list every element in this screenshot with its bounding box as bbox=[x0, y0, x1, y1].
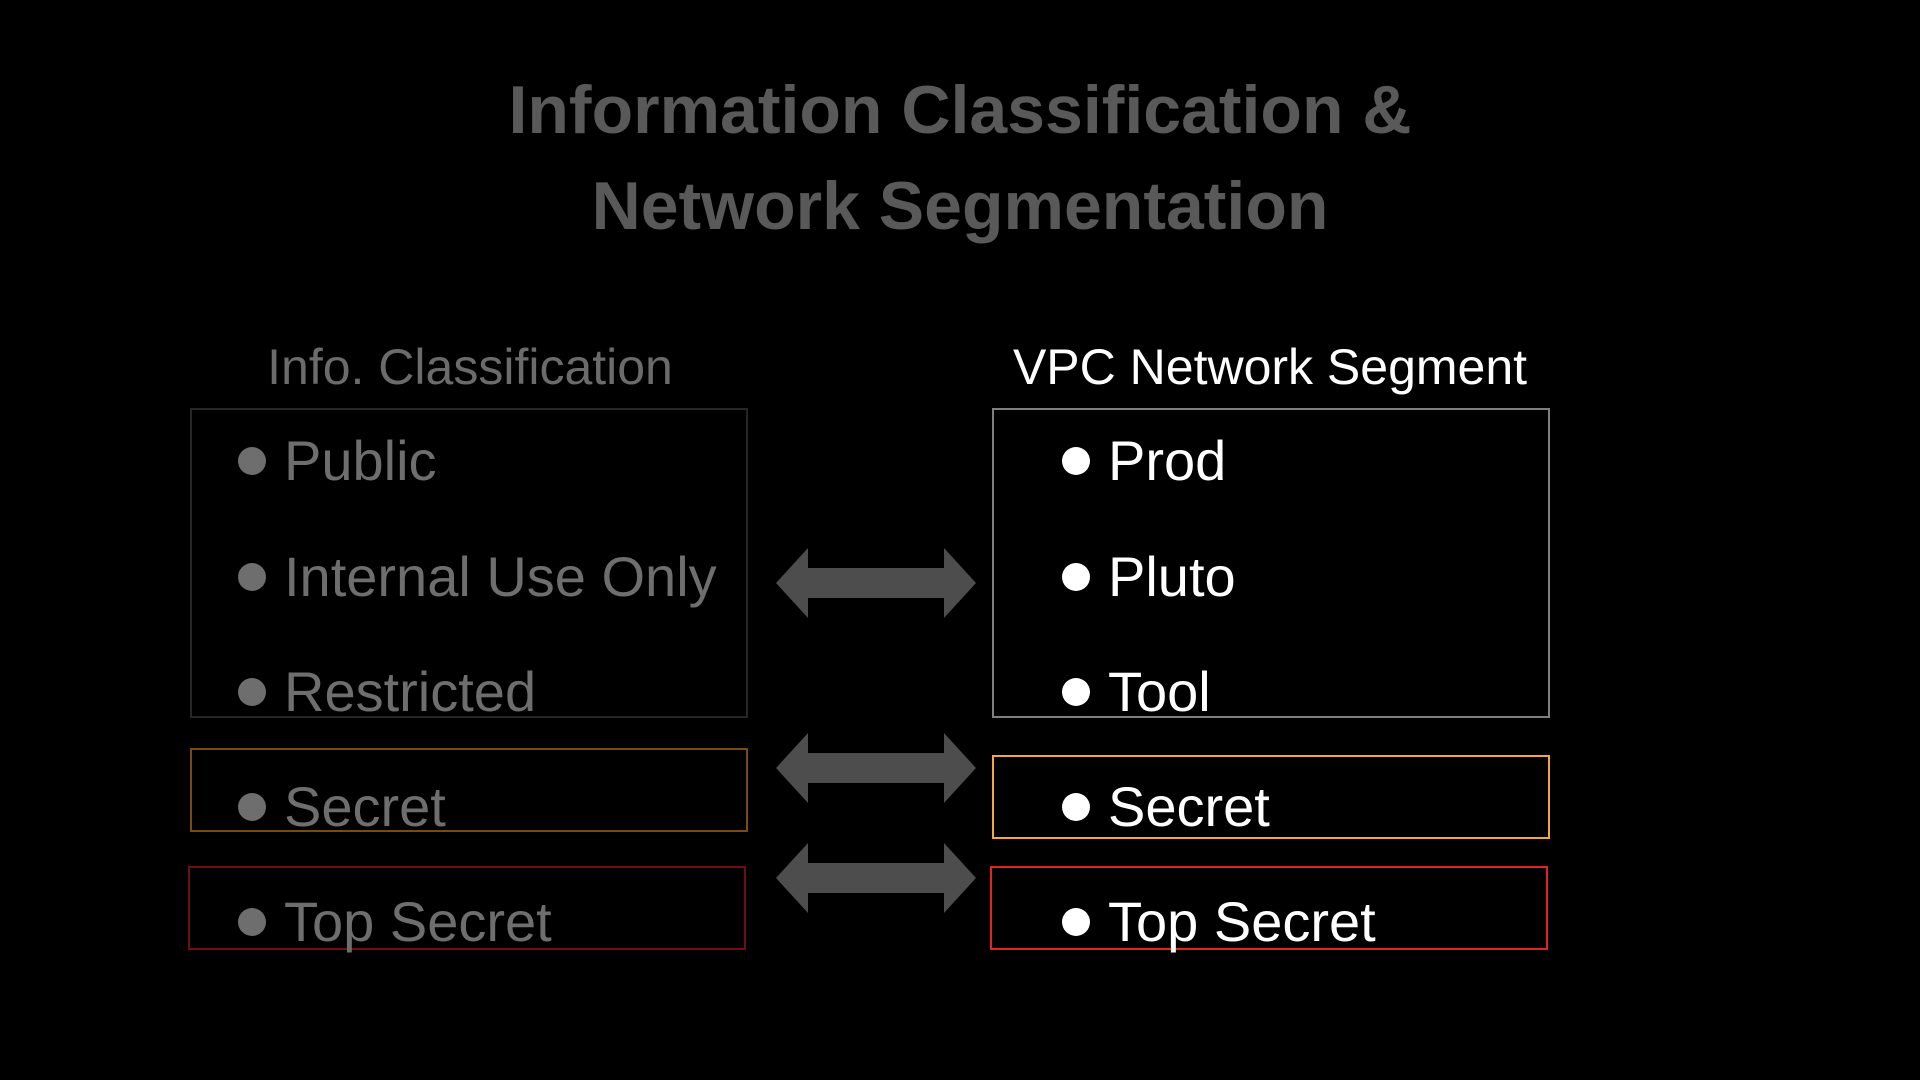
segment-secret: Secret bbox=[1108, 775, 1270, 838]
bullet-dot-icon bbox=[238, 678, 266, 706]
bullet-dot-icon bbox=[238, 908, 266, 936]
segment-top-secret: Top Secret bbox=[1108, 890, 1376, 953]
info-classification-heading: Info. Classification bbox=[267, 339, 673, 395]
info-class-restricted: Restricted bbox=[284, 660, 537, 723]
right-top-secret-box bbox=[990, 866, 1548, 950]
list-item: Tool bbox=[1062, 660, 1211, 724]
segment-prod: Prod bbox=[1108, 429, 1227, 492]
slide-title-line-2: Network Segmentation bbox=[591, 168, 1329, 244]
double-arrow-icon bbox=[776, 733, 976, 803]
list-item: Top Secret bbox=[1062, 890, 1376, 954]
double-arrow-icon bbox=[776, 843, 976, 913]
vpc-network-segment-heading: VPC Network Segment bbox=[1012, 339, 1528, 395]
bullet-dot-icon bbox=[1062, 793, 1090, 821]
list-item: Pluto bbox=[1062, 545, 1236, 609]
bullet-dot-icon bbox=[238, 793, 266, 821]
info-class-secret: Secret bbox=[284, 775, 446, 838]
left-secret-box bbox=[190, 748, 748, 832]
list-item: Public bbox=[238, 429, 437, 493]
segment-pluto: Pluto bbox=[1108, 545, 1236, 608]
list-item: Secret bbox=[238, 775, 446, 839]
bullet-dot-icon bbox=[1062, 678, 1090, 706]
bullet-dot-icon bbox=[238, 447, 266, 475]
list-item: Prod bbox=[1062, 429, 1226, 493]
bullet-dot-icon bbox=[1062, 447, 1090, 475]
info-class-top-secret: Top Secret bbox=[284, 890, 552, 953]
bullet-dot-icon bbox=[1062, 908, 1090, 936]
slide-title: Information Classification & Network Seg… bbox=[0, 62, 1920, 254]
segment-tool: Tool bbox=[1108, 660, 1211, 723]
list-item: Secret bbox=[1062, 775, 1270, 839]
slide-title-line-1: Information Classification & bbox=[508, 72, 1412, 148]
left-group-box bbox=[190, 408, 748, 718]
info-class-public: Public bbox=[284, 429, 437, 492]
list-item: Internal Use Only bbox=[238, 545, 717, 609]
double-arrow-icon bbox=[776, 548, 976, 618]
left-top-secret-box bbox=[188, 866, 746, 950]
bullet-dot-icon bbox=[1062, 563, 1090, 591]
list-item: Top Secret bbox=[238, 890, 552, 954]
list-item: Restricted bbox=[238, 660, 536, 724]
right-secret-box bbox=[992, 755, 1550, 839]
right-group-box bbox=[992, 408, 1550, 718]
info-class-internal-use-only: Internal Use Only bbox=[284, 545, 717, 608]
bullet-dot-icon bbox=[238, 563, 266, 591]
